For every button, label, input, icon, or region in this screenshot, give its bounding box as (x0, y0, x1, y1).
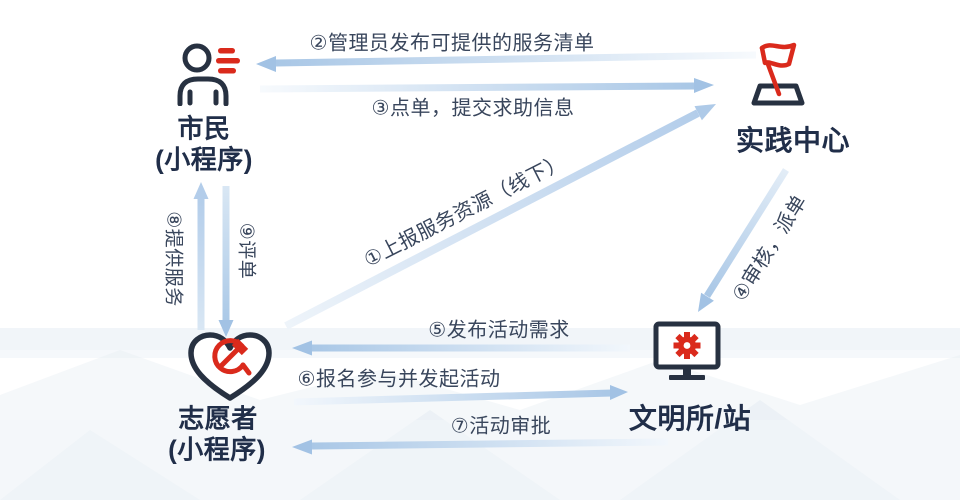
flow-label-step7: ⑦活动审批 (450, 415, 552, 438)
flow-label-step9: ⑨评单 (235, 222, 257, 280)
flow-label-step6: ⑥报名参与并发起活动 (297, 368, 501, 391)
arrow-step4-review-dispatch (698, 168, 789, 312)
list-lines-icon (216, 48, 240, 74)
gear-icon (673, 332, 701, 359)
arrow-step8-provide-service (193, 182, 209, 330)
heart-hammer-sickle-icon (188, 332, 272, 401)
flow-label-step3: ③点单，提交求助信息 (371, 97, 575, 120)
red-flag-icon (759, 42, 797, 97)
hammer-sickle-icon (212, 338, 252, 376)
arrow-step5-publish-activity (292, 340, 630, 356)
flow-label-step2: ②管理员发布可提供的服务清单 (309, 32, 595, 55)
node-sublabel-citizen: (小程序) (155, 144, 253, 175)
node-label-civilization-station: 文明所/站 (628, 403, 752, 434)
arrow-step3-submit-request (259, 78, 714, 93)
arrow-step2-service-list (256, 51, 757, 72)
monitor-gear-icon (653, 321, 721, 380)
person-with-list-icon (177, 43, 240, 106)
arrow-step1-report-resources (284, 104, 716, 330)
arrow-step7-activity-approval (292, 438, 669, 455)
arrow-step6-signup-launch (293, 385, 628, 406)
arrow-step9-rate-order (218, 186, 234, 337)
flow-label-step5: ⑤发布活动需求 (428, 319, 570, 342)
node-label-volunteer: 志愿者 (178, 403, 258, 434)
flow-label-step8: ⑧提供服务 (162, 211, 184, 307)
flag-on-stand-icon (751, 42, 805, 106)
node-label-citizen: 市民 (177, 113, 231, 144)
node-label-practice-center: 实践中心 (735, 125, 851, 156)
node-sublabel-volunteer: (小程序) (168, 434, 266, 465)
